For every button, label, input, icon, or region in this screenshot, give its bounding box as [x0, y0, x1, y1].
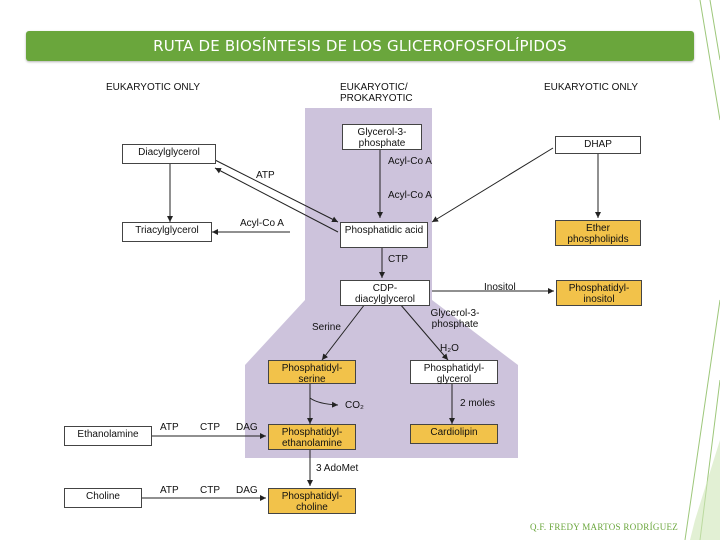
arrow-co2: [309, 397, 339, 408]
zone-right-label: EUKARYOTIC ONLY: [544, 82, 639, 93]
arrow-dag-pa: [214, 159, 339, 223]
box-phosphatidylglycerol: Phosphatidyl-glycerol: [410, 360, 498, 385]
box-phosphatidic-acid: Phosphatidic acid: [340, 222, 428, 248]
label-serine: Serine: [312, 322, 341, 333]
box-diacylglycerol: Diacylglycerol: [122, 144, 216, 164]
box-phosphatidylethanolamine: Phosphatidyl-ethanolamine: [268, 424, 356, 450]
box-choline: Choline: [64, 488, 142, 508]
box-phosphatidylcholine: Phosphatidyl-choline: [268, 488, 356, 514]
arrow-cdp-pg: [399, 303, 449, 361]
box-cardiolipin: Cardiolipin: [410, 424, 498, 444]
label-glycerol-3-phosphate-2: Glycerol-3-phosphate: [430, 308, 480, 330]
label-2-moles: 2 moles: [460, 398, 496, 409]
zone-left-label: EUKARYOTIC ONLY: [106, 82, 201, 93]
label-co2: CO₂: [345, 400, 364, 411]
footer-author: Q.F. FREDY MARTOS RODRÍGUEZ: [530, 522, 679, 532]
label-atp-1: ATP: [256, 170, 275, 181]
box-dhap: DHAP: [555, 136, 641, 154]
zone-center-label: EUKARYOTIC/ PROKARYOTIC: [340, 82, 413, 104]
decorative-lines: [684, 0, 720, 540]
label-acylcoa-2: Acyl-Co A: [388, 190, 432, 201]
label-ctp: CTP: [388, 254, 408, 265]
label-acylcoa-1: Acyl-Co A: [388, 156, 432, 167]
label-dag-3: DAG: [236, 485, 258, 496]
box-phosphatidylinositol: Phosphatidyl-inositol: [556, 280, 642, 306]
label-ctp-2: CTP: [200, 422, 220, 433]
box-cdp-diacylglycerol: CDP-diacylglycerol: [340, 280, 430, 306]
label-atp-2: ATP: [160, 422, 179, 433]
label-3-adomet: 3 AdoMet: [316, 463, 359, 474]
arrow-cdp-ps: [321, 303, 366, 361]
label-ctp-3: CTP: [200, 485, 220, 496]
box-triacylglycerol: Triacylglycerol: [122, 222, 212, 242]
box-glycerol-3-phosphate: Glycerol-3-phosphate: [342, 124, 422, 150]
arrow-dhap-pa: [431, 147, 554, 223]
box-ethanolamine: Ethanolamine: [64, 426, 152, 446]
slide-title: RUTA DE BIOSÍNTESIS DE LOS GLICEROFOSFOL…: [153, 37, 567, 55]
box-phosphatidylserine: Phosphatidyl-serine: [268, 360, 356, 385]
label-h2o: H₂O: [440, 343, 459, 354]
label-acylcoa-left: Acyl-Co A: [240, 218, 284, 229]
label-atp-3: ATP: [160, 485, 179, 496]
box-ether-phospholipids: Ether phospholipids: [555, 220, 641, 246]
label-dag-2: DAG: [236, 422, 258, 433]
arrow-pa-dag: [214, 167, 339, 233]
label-inositol: Inositol: [484, 282, 516, 293]
title-bar: RUTA DE BIOSÍNTESIS DE LOS GLICEROFOSFOL…: [26, 31, 694, 61]
